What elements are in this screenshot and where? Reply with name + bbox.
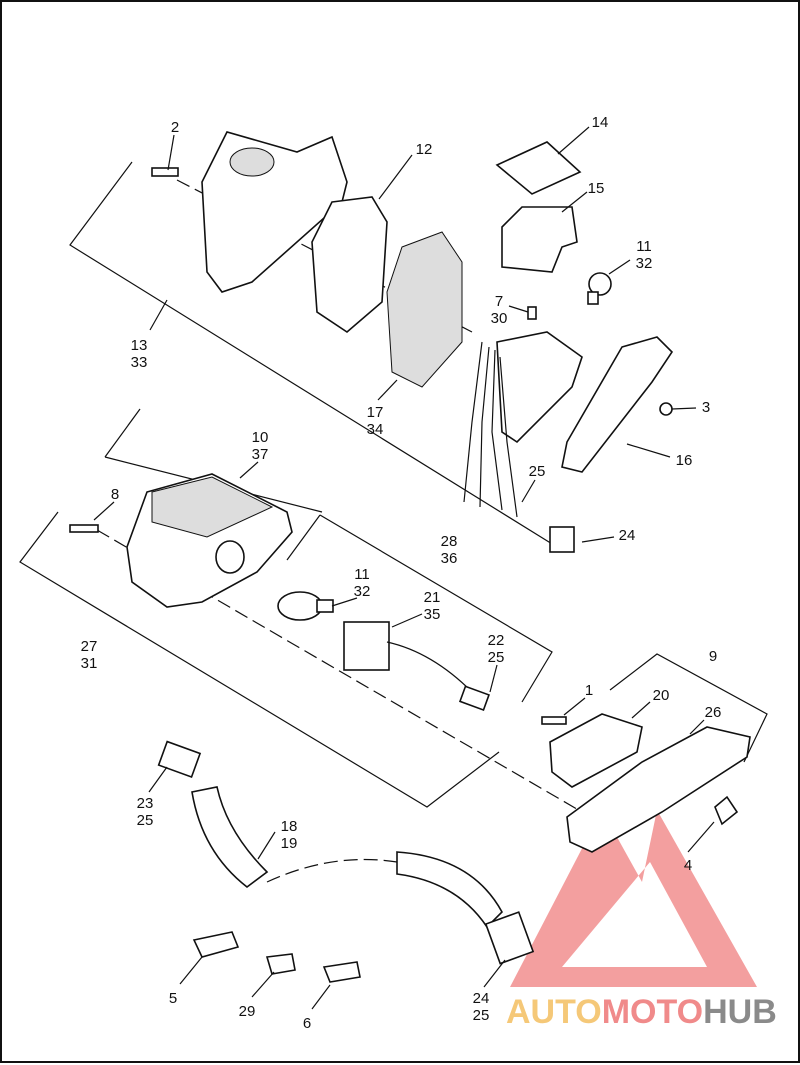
callout-36: 36 — [441, 550, 458, 567]
socket-21 — [343, 621, 490, 711]
screw-8 — [69, 524, 99, 533]
callout-12: 12 — [416, 141, 433, 158]
screw-1 — [541, 716, 567, 725]
callout-19: 19 — [281, 835, 298, 852]
callout-7: 7 — [495, 293, 503, 310]
callout-4: 4 — [684, 857, 692, 874]
bulb-7 — [527, 306, 537, 320]
harness-23 — [157, 740, 269, 889]
callout-34: 34 — [367, 421, 384, 438]
callout-25-c: 25 — [137, 812, 154, 829]
callout-8: 8 — [111, 486, 119, 503]
group-bracket-9 — [609, 653, 768, 763]
callout-5: 5 — [169, 990, 177, 1007]
callout-17: 17 — [367, 404, 384, 421]
circuit-board-20 — [549, 713, 643, 788]
connector-24-upper — [549, 526, 575, 553]
callout-16: 16 — [676, 452, 693, 469]
watermark-logo — [510, 810, 757, 987]
harness-24 — [396, 851, 535, 965]
callout-22: 22 — [488, 632, 505, 649]
callout-24: 24 — [619, 527, 636, 544]
leader-lines — [93, 126, 715, 1010]
callout-2: 2 — [171, 119, 179, 136]
callout-23: 23 — [137, 795, 154, 812]
callout-32: 32 — [636, 255, 653, 272]
callout-14: 14 — [592, 114, 609, 131]
callout-3: 3 — [702, 399, 710, 416]
callout-32-lower: 32 — [354, 583, 371, 600]
callout-6: 6 — [303, 1015, 311, 1032]
clip-29 — [265, 953, 296, 975]
callout-33: 33 — [131, 354, 148, 371]
callout-25-d: 25 — [473, 1007, 490, 1024]
callout-13: 13 — [131, 337, 148, 354]
callout-27: 27 — [81, 638, 98, 655]
reflector-15 — [501, 206, 578, 273]
callout-11-lower: 11 — [354, 566, 370, 583]
clip-5 — [192, 931, 240, 958]
nut-4 — [714, 795, 739, 826]
upper-housing — [201, 131, 348, 293]
group-bracket-28 — [286, 514, 553, 703]
callout-35: 35 — [424, 606, 441, 623]
callout-20: 20 — [653, 687, 670, 704]
callout-15: 15 — [588, 180, 605, 197]
lower-housing-10 — [126, 473, 293, 608]
callout-37: 37 — [252, 446, 269, 463]
gasket-16 — [561, 336, 674, 473]
watermark-text: AUTOMOTOHUB — [506, 993, 777, 1031]
callout-21: 21 — [424, 589, 441, 606]
lens-26 — [566, 726, 751, 853]
callout-25-b: 25 — [488, 649, 505, 666]
clip-6 — [322, 961, 361, 983]
nut-3 — [659, 402, 673, 416]
gasket-14 — [495, 141, 582, 195]
bulb-11-lower — [277, 591, 334, 621]
bulb-11 — [587, 272, 612, 305]
callout-1: 1 — [585, 682, 593, 699]
callout-18: 18 — [281, 818, 298, 835]
lens-17 — [386, 231, 463, 388]
callout-29: 29 — [239, 1003, 256, 1020]
screw-2 — [151, 167, 179, 177]
callout-26: 26 — [705, 704, 722, 721]
callout-28: 28 — [441, 533, 458, 550]
callout-11: 11 — [636, 238, 652, 255]
gasket-12 — [311, 196, 388, 334]
socket-plate — [463, 331, 583, 518]
callout-31: 31 — [81, 655, 98, 672]
callout-30: 30 — [491, 310, 508, 327]
callout-24-b: 24 — [473, 990, 490, 1007]
callout-25: 25 — [529, 463, 546, 480]
callout-10: 10 — [252, 429, 269, 446]
callout-9: 9 — [709, 648, 717, 665]
